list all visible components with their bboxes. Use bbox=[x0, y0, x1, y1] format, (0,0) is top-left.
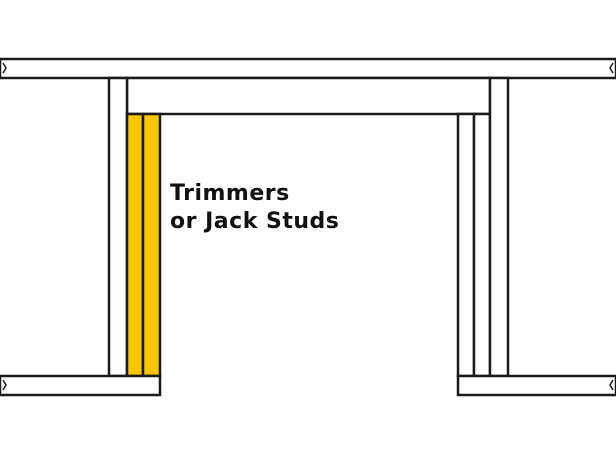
right-jack-stud-inner bbox=[456, 112, 476, 378]
header bbox=[125, 76, 492, 116]
label-line-1: Trimmers bbox=[170, 181, 290, 206]
right-king-stud bbox=[488, 76, 510, 378]
top-plate bbox=[0, 57, 616, 80]
break-mark-bottom-right bbox=[609, 379, 614, 391]
right-bottom-plate bbox=[456, 374, 616, 397]
label-line-2: or Jack Studs bbox=[170, 209, 340, 234]
break-mark-top-left bbox=[2, 62, 7, 74]
right-jack-stud-outer bbox=[472, 112, 492, 378]
break-mark-bottom-left bbox=[2, 379, 7, 391]
left-jack-stud-outer bbox=[125, 112, 145, 378]
trimmers-label: Trimmers or Jack Studs bbox=[170, 180, 339, 236]
left-king-stud bbox=[107, 76, 129, 378]
break-mark-top-right bbox=[609, 62, 614, 74]
left-jack-stud-inner bbox=[141, 112, 162, 378]
left-bottom-plate bbox=[0, 374, 162, 397]
